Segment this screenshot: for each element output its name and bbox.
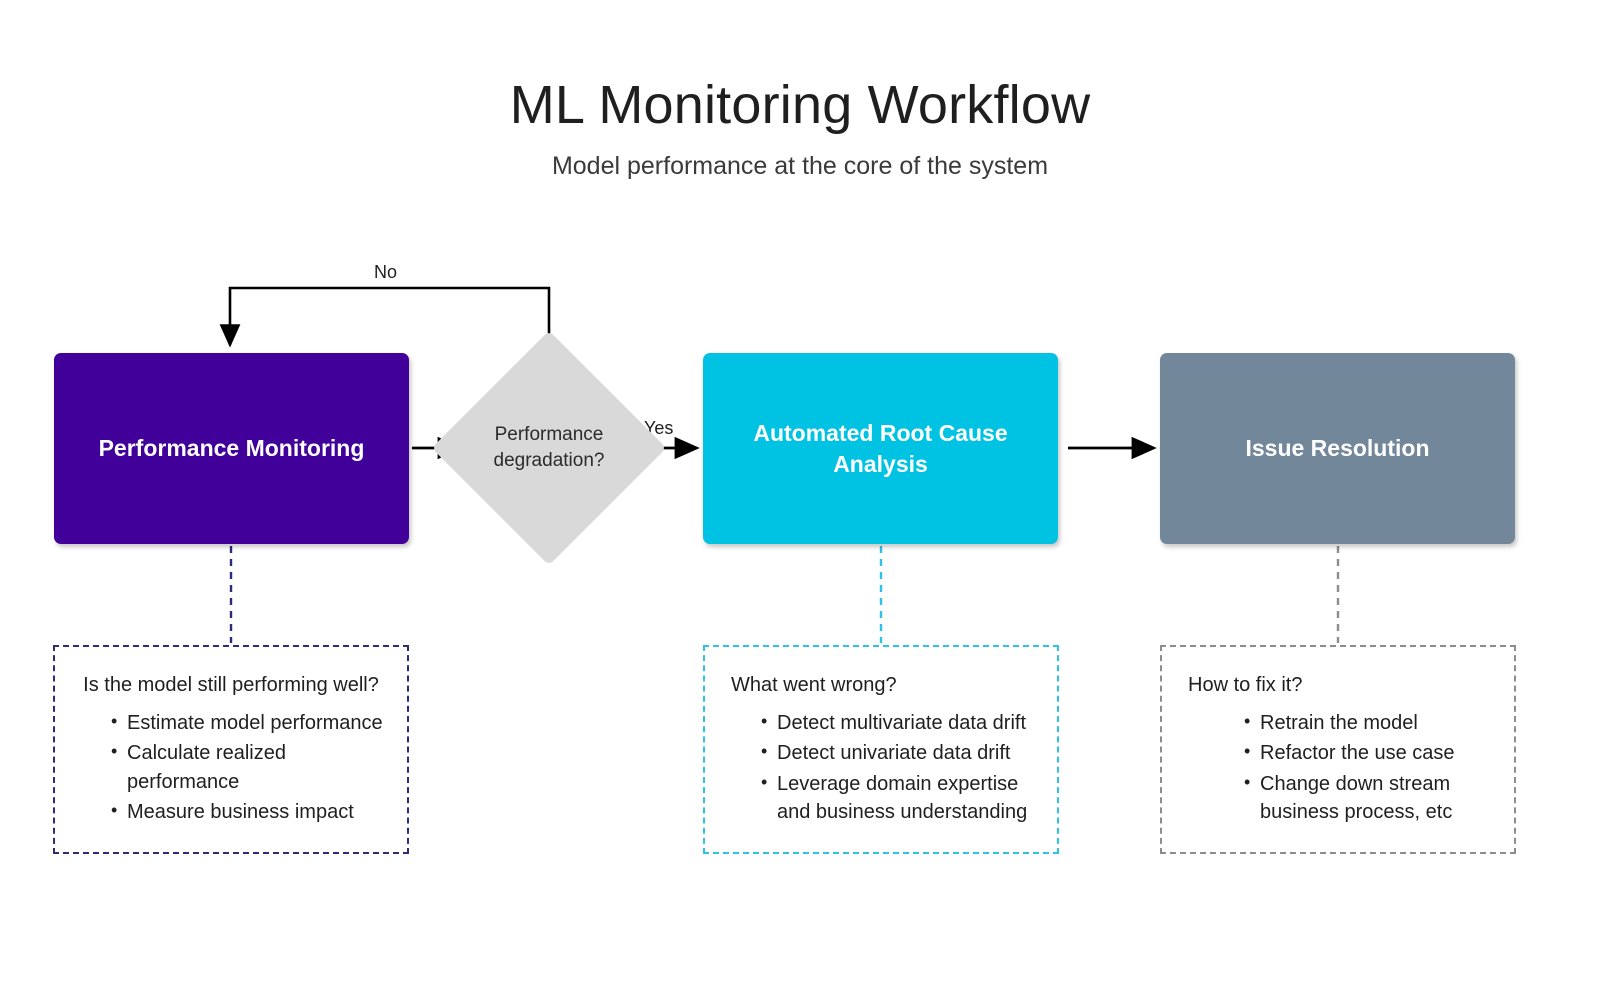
node-decision-label: Performance degradation? — [493, 423, 605, 471]
panel-performance-list: Estimate model performance Calculate rea… — [109, 709, 389, 827]
list-item: Measure business impact — [109, 798, 389, 826]
list-item: Estimate model performance — [109, 709, 389, 737]
panel-resolution-list: Retrain the model Refactor the use case … — [1242, 709, 1496, 827]
edge-label-no: No — [374, 262, 398, 282]
list-item-continuation: and business understanding — [777, 801, 1028, 824]
detail-panel-root-cause-analysis: What went wrong? Detect multivariate dat… — [703, 645, 1059, 854]
list-item: Change down stream business process, etc — [1242, 770, 1496, 827]
detail-panel-issue-resolution: How to fix it? Retrain the model Refacto… — [1160, 645, 1516, 854]
node-automated-root-cause-analysis[interactable]: Automated Root Cause Analysis — [703, 353, 1058, 544]
node-decision-performance-degradation[interactable]: Performance degradation? — [431, 330, 667, 566]
page-subtitle: Model performance at the core of the sys… — [551, 152, 1049, 180]
list-item: Calculate realized performance — [109, 739, 389, 796]
panel-root-cause-list: Detect multivariate data drift Detect un… — [759, 709, 1039, 827]
node-issue-resolution-label: Issue Resolution — [1245, 435, 1430, 462]
node-performance-monitoring[interactable]: Performance Monitoring — [54, 353, 409, 544]
panel-root-cause-question: What went wrong? — [731, 674, 897, 696]
node-performance-monitoring-label: Performance Monitoring — [98, 435, 365, 462]
list-item-text: Leverage domain expertise — [777, 772, 1019, 795]
list-item-text: Change down stream — [1260, 772, 1451, 795]
node-root-cause-label: Automated Root Cause Analysis — [753, 420, 1008, 477]
panel-performance-question: Is the model still performing well? — [83, 674, 379, 696]
list-item-continuation: business process, etc — [1260, 801, 1453, 824]
list-item: Retrain the model — [1242, 709, 1496, 737]
list-item: Leverage domain expertise and business u… — [759, 770, 1039, 827]
node-issue-resolution[interactable]: Issue Resolution — [1160, 353, 1515, 544]
panel-resolution-question: How to fix it? — [1188, 674, 1303, 696]
list-item: Refactor the use case — [1242, 739, 1496, 767]
page-title: ML Monitoring Workflow — [509, 75, 1091, 135]
list-item: Detect multivariate data drift — [759, 709, 1039, 737]
detail-panel-performance-monitoring: Is the model still performing well? Esti… — [53, 645, 409, 854]
list-item: Detect univariate data drift — [759, 739, 1039, 767]
